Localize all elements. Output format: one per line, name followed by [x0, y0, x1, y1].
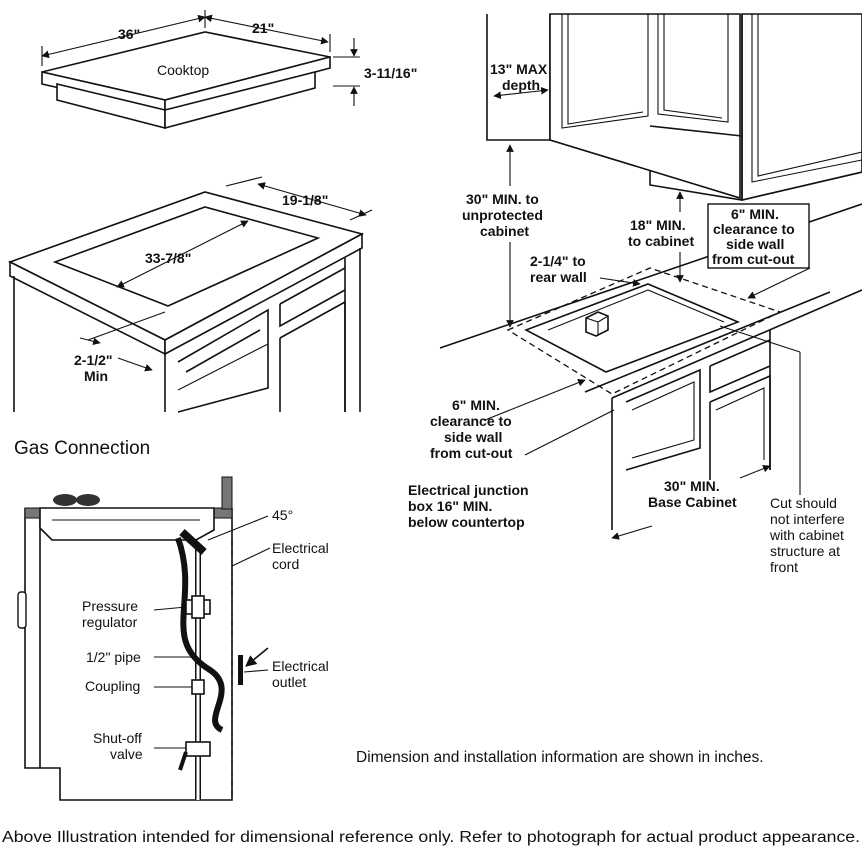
junction-box-label-3: below countertop [408, 514, 525, 530]
cut-note-2: not interfere [770, 511, 845, 527]
cord-label-2: cord [272, 556, 299, 572]
side-wall-box-label-4: from cut-out [712, 251, 795, 267]
cord-label-1: Electrical [272, 540, 329, 556]
base-cabinet-label-1: 30" MIN. [664, 478, 720, 494]
unprotected-label-2: unprotected [462, 207, 543, 223]
side-wall-box-label-1: 6" MIN. [731, 206, 779, 222]
side-wall-box-label-2: clearance to [713, 221, 795, 237]
front-clearance-label: 2-1/2" [74, 352, 113, 368]
side-wall-left-label-1: 6" MIN. [452, 397, 500, 413]
outlet-label-1: Electrical [272, 658, 329, 674]
cooktop-depth-label: 21" [252, 20, 274, 36]
cut-note-3: with cabinet [769, 527, 844, 543]
cutout-drawing [7, 176, 373, 413]
valve-label-2: valve [110, 746, 143, 762]
max-depth-sub-label: depth [502, 77, 540, 93]
elbow-angle-label: 45° [272, 507, 293, 523]
unprotected-label-1: 30" MIN. to [466, 191, 539, 207]
cooktop-width-label: 36" [118, 26, 140, 42]
cut-note-1: Cut should [770, 495, 837, 511]
cut-note-4: structure at [770, 543, 840, 559]
side-wall-left-label-2: clearance to [430, 413, 512, 429]
gas-connection-drawing [17, 476, 271, 801]
regulator-label-1: Pressure [82, 598, 138, 614]
regulator-label-2: regulator [82, 614, 138, 630]
installation-drawing [439, 13, 862, 540]
to-cabinet-label-2: to cabinet [628, 233, 694, 249]
gas-connection-title: Gas Connection [14, 438, 150, 459]
front-clearance-min-label: Min [84, 368, 108, 384]
cooktop-label: Cooktop [157, 62, 209, 78]
cutout-width-label: 33-7/8" [145, 250, 191, 266]
base-cabinet-label-2: Base Cabinet [648, 494, 737, 510]
cut-note-5: front [770, 559, 798, 575]
cutout-depth-label: 19-1/8" [282, 192, 328, 208]
valve-label-1: Shut-off [93, 730, 142, 746]
footer-disclaimer: Above Illustration intended for dimensio… [2, 829, 860, 846]
side-wall-left-label-4: from cut-out [430, 445, 513, 461]
rear-wall-label-1: 2-1/4" to [530, 253, 586, 269]
max-depth-label: 13" MAX [490, 61, 548, 77]
to-cabinet-label-1: 18" MIN. [630, 217, 686, 233]
rear-wall-label-2: rear wall [530, 269, 587, 285]
outlet-label-2: outlet [272, 674, 306, 690]
unprotected-label-3: cabinet [480, 223, 529, 239]
side-wall-box-label-3: side wall [726, 236, 784, 252]
junction-box-label-1: Electrical junction [408, 482, 529, 498]
coupling-label: Coupling [85, 678, 140, 694]
cooktop-height-label: 3-11/16" [364, 65, 417, 81]
cooktop-drawing [41, 10, 360, 130]
units-note: Dimension and installation information a… [356, 749, 764, 766]
junction-box-label-2: box 16" MIN. [408, 498, 492, 514]
pipe-label: 1/2" pipe [86, 649, 141, 665]
side-wall-left-label-3: side wall [444, 429, 502, 445]
